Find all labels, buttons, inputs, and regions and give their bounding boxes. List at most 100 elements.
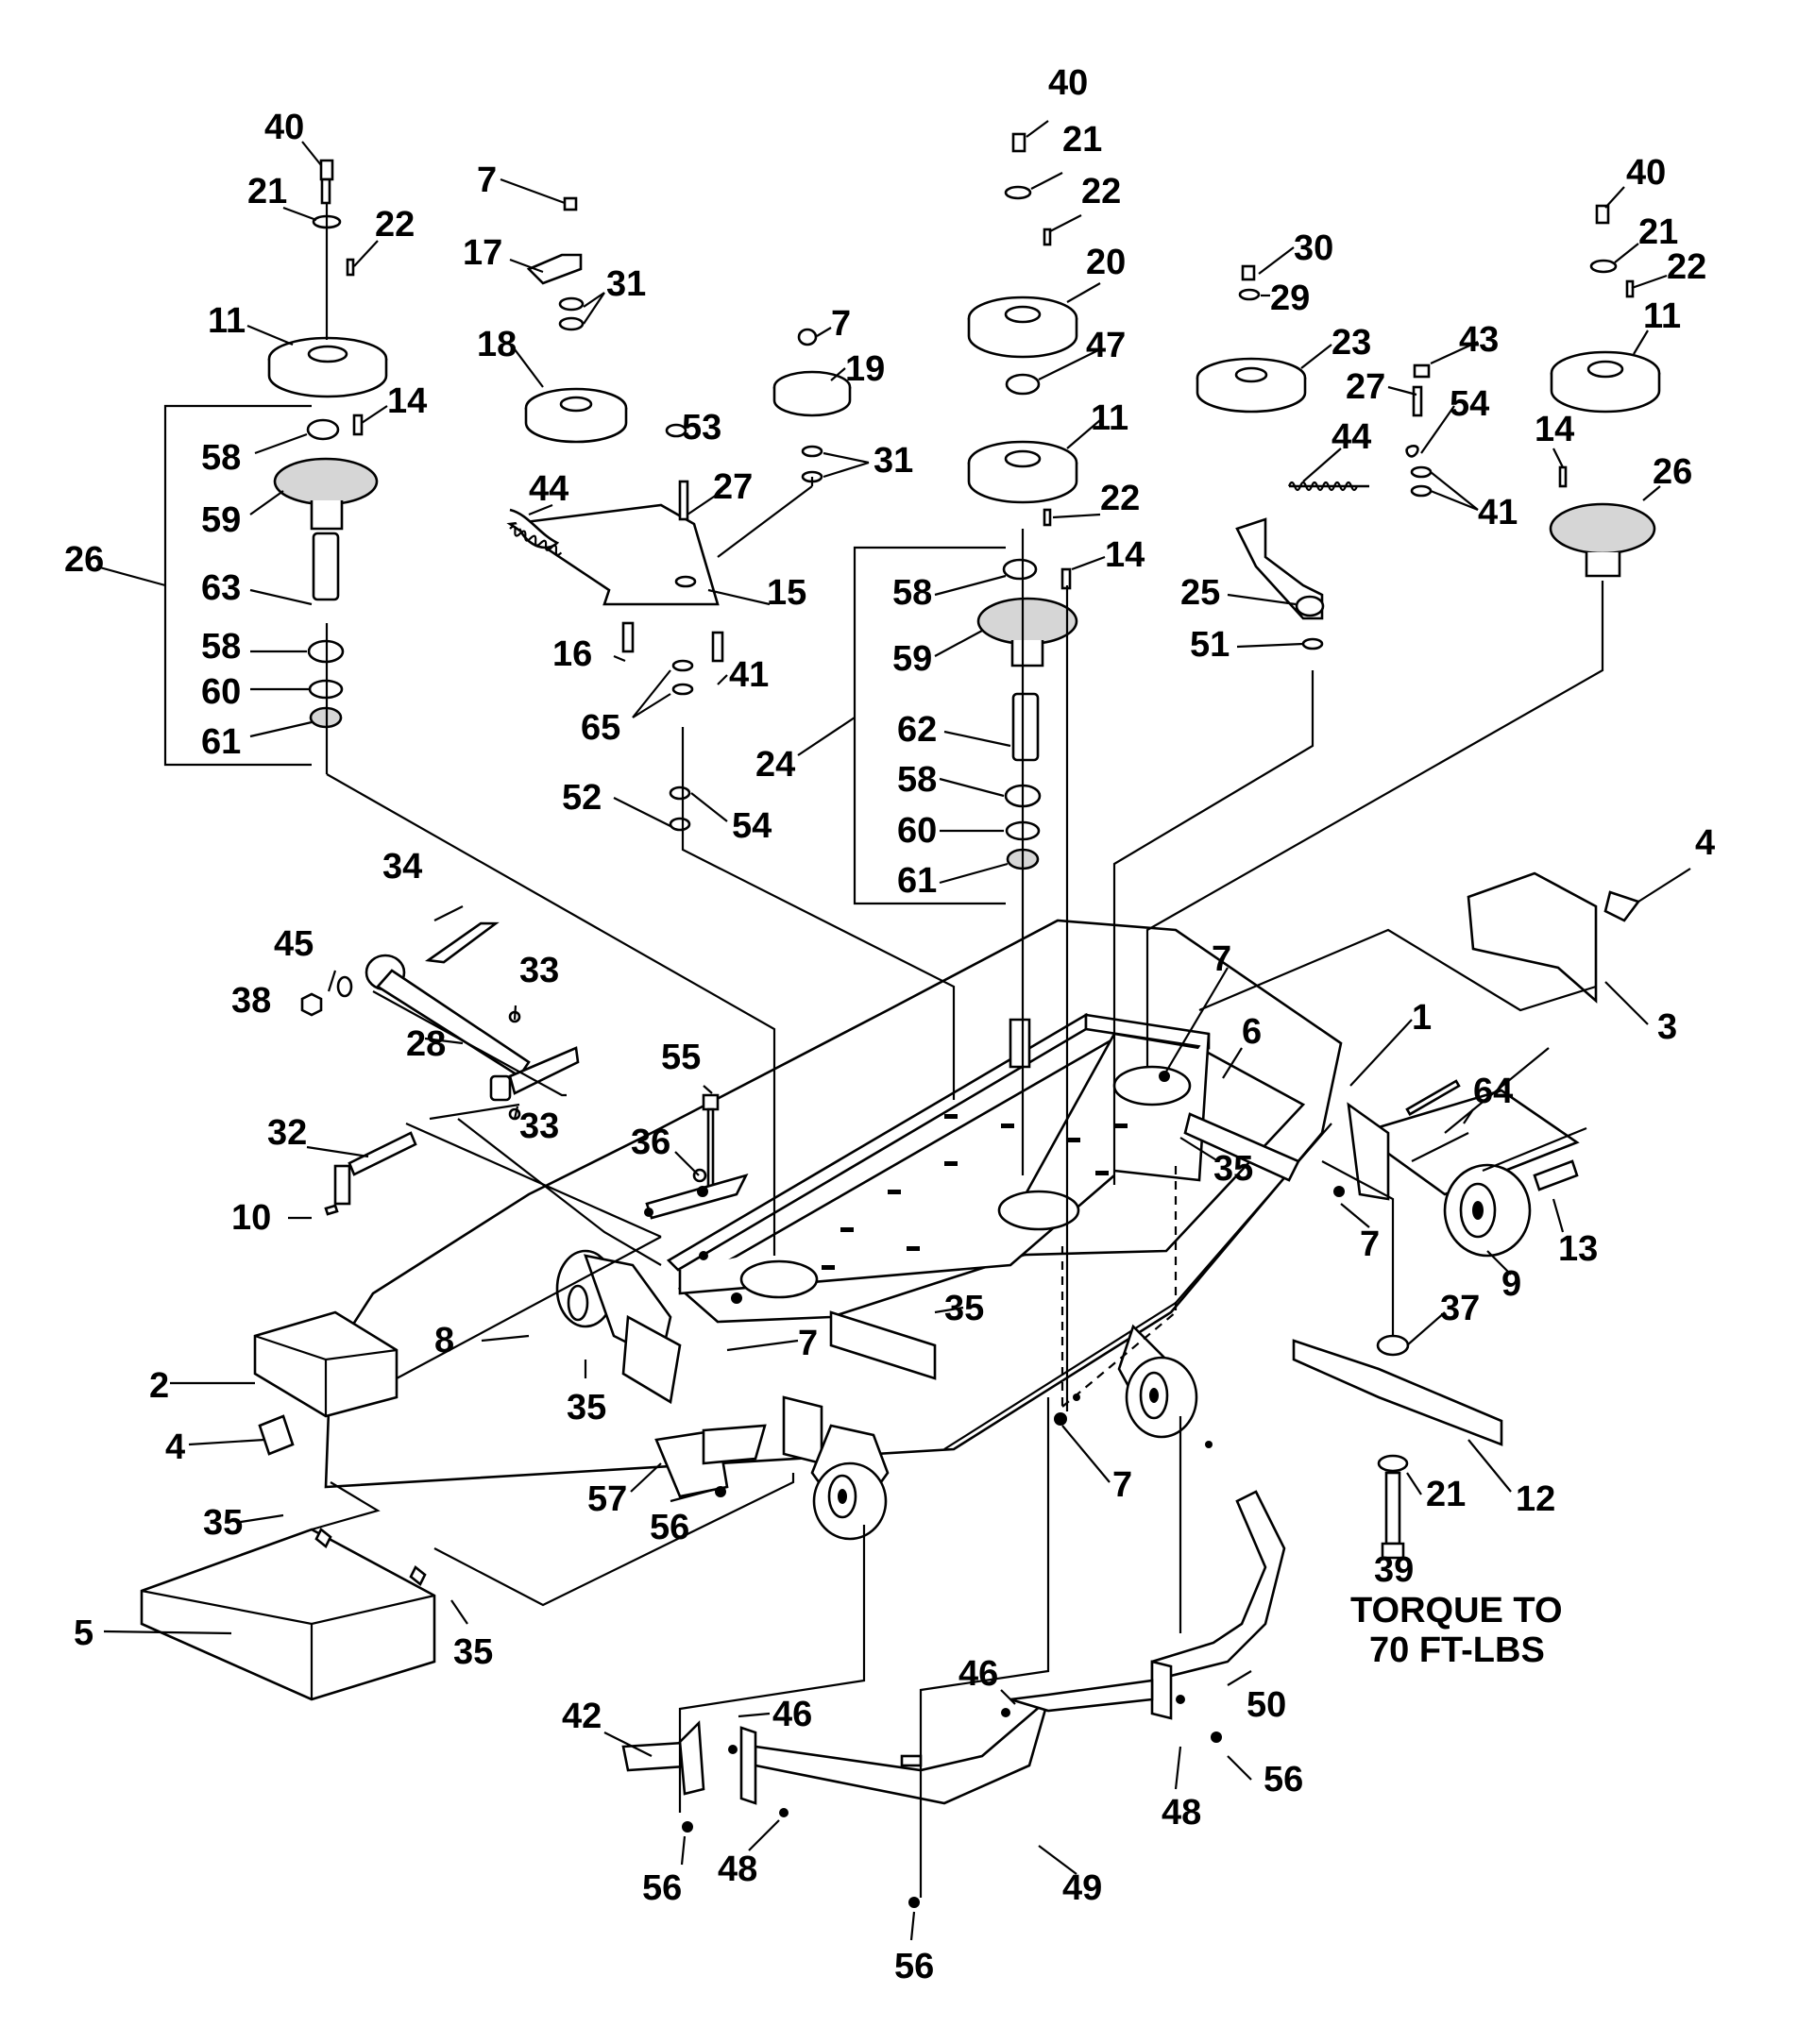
callout: 14 xyxy=(1535,410,1574,449)
callout: 35 xyxy=(944,1289,984,1328)
callout: 18 xyxy=(477,325,517,364)
callout: 48 xyxy=(1162,1793,1201,1833)
callout: 56 xyxy=(894,1947,934,1986)
callout: 58 xyxy=(892,573,932,613)
callout: 41 xyxy=(729,655,769,695)
blade-12 xyxy=(1292,1308,1503,1560)
callout: 2 xyxy=(149,1366,169,1406)
callout: 49 xyxy=(1062,1868,1102,1908)
idler-assembly-right xyxy=(1196,264,1433,650)
callout: 21 xyxy=(1426,1475,1466,1514)
callout: 40 xyxy=(1626,153,1666,193)
callout: 26 xyxy=(64,540,104,580)
callout: 44 xyxy=(529,469,568,509)
callout: 7 xyxy=(477,160,497,200)
spindle-center xyxy=(967,132,1078,870)
callout: 58 xyxy=(201,627,241,667)
callout: 7 xyxy=(831,304,851,344)
callout: 47 xyxy=(1086,326,1126,365)
callout: 31 xyxy=(874,441,913,481)
callout: 38 xyxy=(231,981,271,1021)
callout-leaders xyxy=(95,120,1691,1941)
callout: 34 xyxy=(382,847,422,887)
callout: 61 xyxy=(201,722,241,762)
callout: 15 xyxy=(767,573,806,613)
spring-left xyxy=(509,525,563,556)
callout: 43 xyxy=(1459,320,1499,360)
callout: 59 xyxy=(892,639,932,679)
callout: 23 xyxy=(1332,323,1371,363)
callout: 30 xyxy=(1294,228,1333,268)
callout: 6 xyxy=(1242,1012,1262,1052)
deck-wheels xyxy=(555,1089,1580,1541)
callout: 56 xyxy=(650,1508,689,1547)
callout: 14 xyxy=(387,381,427,421)
torque-note: TORQUE TO 70 FT-LBS xyxy=(1350,1591,1563,1670)
callout: 9 xyxy=(1501,1264,1521,1304)
callout: 52 xyxy=(562,778,602,818)
callout: 59 xyxy=(201,500,241,540)
callout: 4 xyxy=(1695,823,1715,863)
callout: 17 xyxy=(463,233,502,273)
callout: 7 xyxy=(798,1324,818,1363)
callout: 58 xyxy=(897,760,937,800)
callout: 50 xyxy=(1247,1685,1286,1725)
wheel-front-right xyxy=(1117,1324,1198,1439)
callout: 7 xyxy=(1212,939,1231,979)
callout: 33 xyxy=(519,1106,559,1146)
callout: 56 xyxy=(1264,1760,1303,1799)
callout: 33 xyxy=(519,951,559,990)
callout: 11 xyxy=(208,301,246,341)
callout: 16 xyxy=(552,634,592,674)
callout: 28 xyxy=(406,1024,446,1064)
left-linkage xyxy=(300,921,767,1498)
callout: 48 xyxy=(718,1850,757,1889)
callout: 26 xyxy=(1653,452,1692,492)
callout: 65 xyxy=(581,708,620,748)
callout: 60 xyxy=(201,672,241,712)
callout: 31 xyxy=(606,264,646,304)
spring-right xyxy=(1287,481,1359,492)
callout: 14 xyxy=(1105,535,1145,575)
callout: 11 xyxy=(1091,398,1128,438)
callout: 64 xyxy=(1473,1072,1513,1111)
callout: 24 xyxy=(755,745,795,785)
callout: 41 xyxy=(1478,493,1518,532)
callout: 19 xyxy=(845,349,885,389)
callout: 22 xyxy=(1667,247,1706,287)
callout: 13 xyxy=(1558,1229,1598,1269)
baffle-49 xyxy=(621,1696,1051,1805)
deck-shell xyxy=(324,919,1343,1489)
callout: 54 xyxy=(1450,384,1489,424)
callout: 21 xyxy=(1638,212,1678,252)
callout: 55 xyxy=(661,1038,701,1077)
callout: 21 xyxy=(1062,120,1102,160)
callout: 39 xyxy=(1374,1550,1414,1590)
callout: 1 xyxy=(1412,998,1432,1038)
callout: 22 xyxy=(1081,172,1121,211)
callout: 27 xyxy=(713,467,753,507)
callout: 21 xyxy=(247,172,287,211)
callout: 12 xyxy=(1516,1479,1555,1519)
callout: 10 xyxy=(231,1198,271,1238)
callout: 51 xyxy=(1190,625,1230,665)
callout: 35 xyxy=(203,1503,243,1543)
callout: 63 xyxy=(201,568,241,608)
callout: 53 xyxy=(682,408,721,448)
callout-labels: 40 21 22 11 14 58 59 26 63 58 60 61 7 17… xyxy=(64,63,1715,1986)
callout: 25 xyxy=(1180,573,1220,613)
callout: 42 xyxy=(562,1697,602,1736)
torque-note-line-2: 70 FT-LBS xyxy=(1369,1630,1545,1670)
callout: 46 xyxy=(772,1695,812,1734)
hardware-dots xyxy=(644,1071,1345,1908)
callout: 3 xyxy=(1657,1007,1677,1047)
callout: 22 xyxy=(375,205,415,245)
callout: 4 xyxy=(165,1427,185,1467)
callout: 46 xyxy=(958,1654,998,1694)
callout: 35 xyxy=(567,1388,606,1427)
bracket-right xyxy=(1405,1079,1461,1116)
callout: 40 xyxy=(264,108,304,147)
callout: 7 xyxy=(1360,1225,1380,1264)
